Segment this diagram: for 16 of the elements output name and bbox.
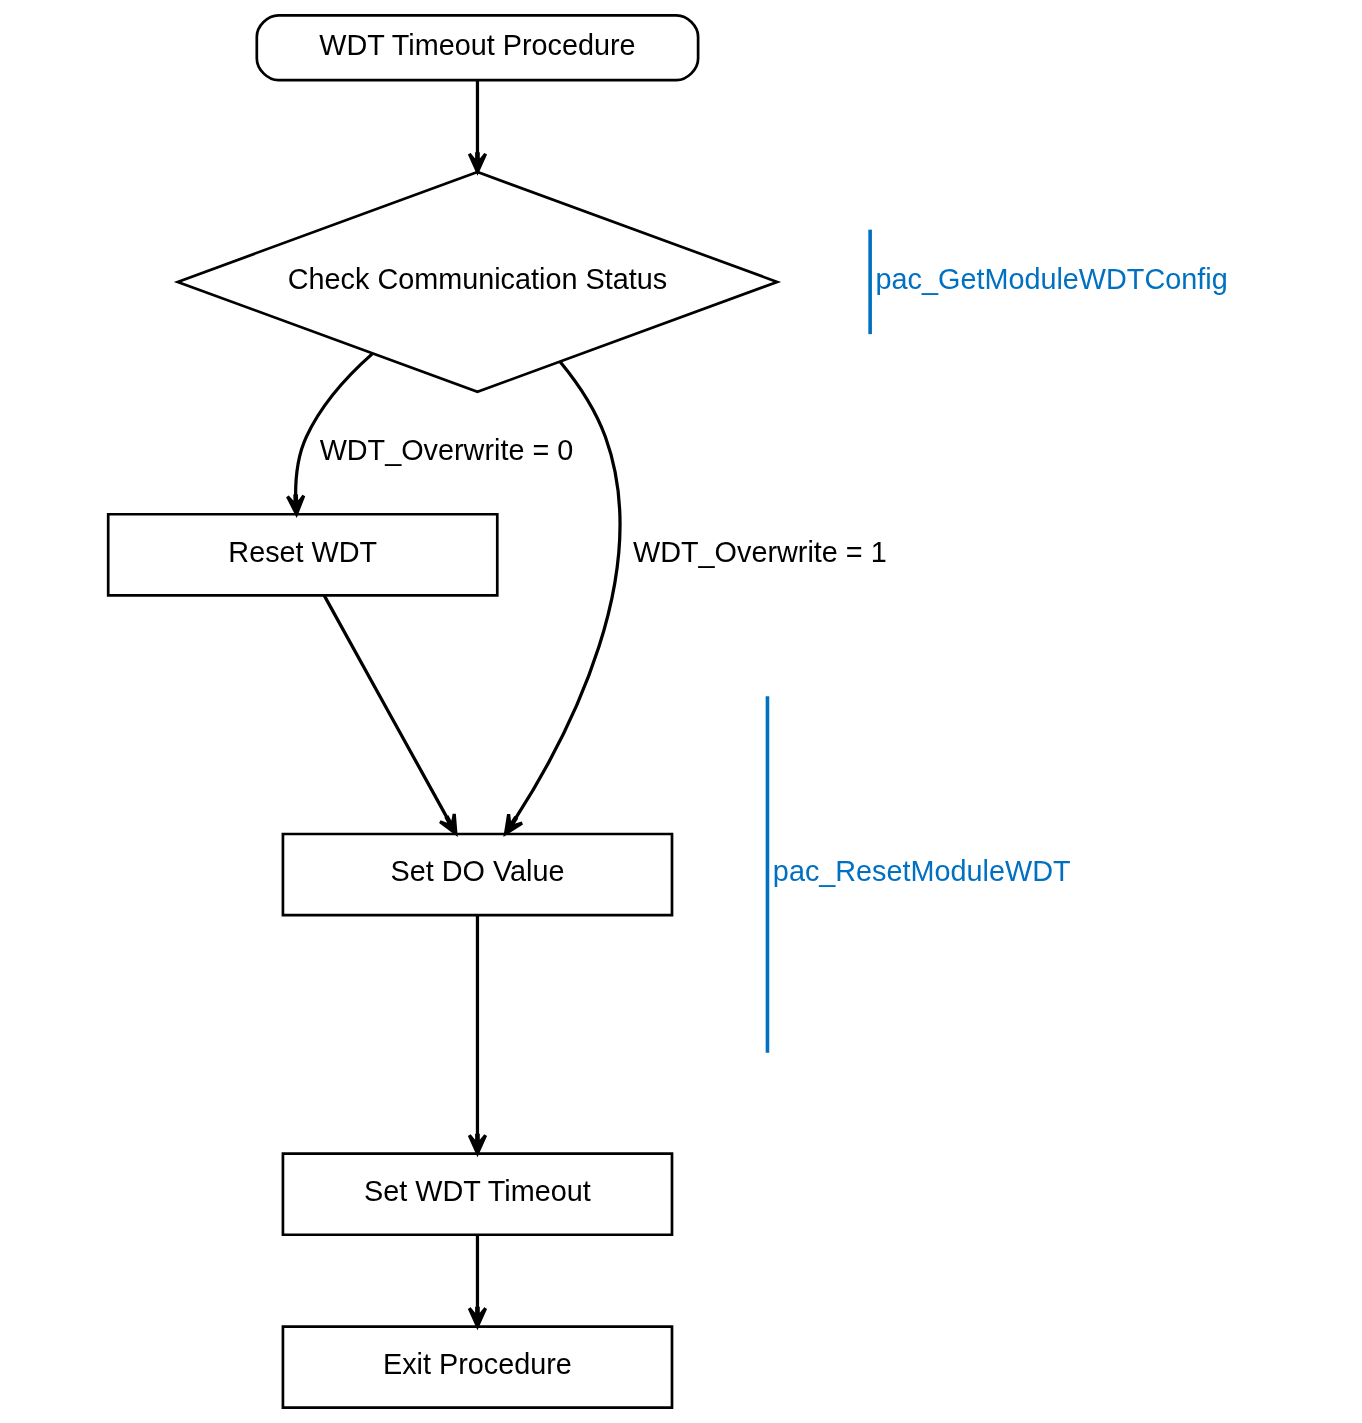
edge-label: WDT_Overwrite = 0 xyxy=(319,433,574,466)
node-box: Reset WDT xyxy=(106,512,499,597)
node-box: Exit Procedure xyxy=(281,1325,674,1410)
label: pac_ResetModuleWDT xyxy=(772,855,1071,888)
arrow xyxy=(467,80,488,174)
arrow xyxy=(503,360,622,836)
arrow xyxy=(322,594,458,836)
arrow xyxy=(285,352,374,516)
arrow xyxy=(467,915,488,1155)
node-box: Set WDT Timeout xyxy=(281,1152,674,1237)
node-box: WDT Timeout Procedure xyxy=(255,13,700,82)
node-diamond: Check Communication Status xyxy=(173,170,782,394)
edge-label: WDT_Overwrite = 1 xyxy=(633,535,887,568)
arrow xyxy=(467,1235,488,1328)
node-box: Set DO Value xyxy=(281,832,674,917)
label: pac_GetModuleWDTConfig xyxy=(875,262,1228,295)
